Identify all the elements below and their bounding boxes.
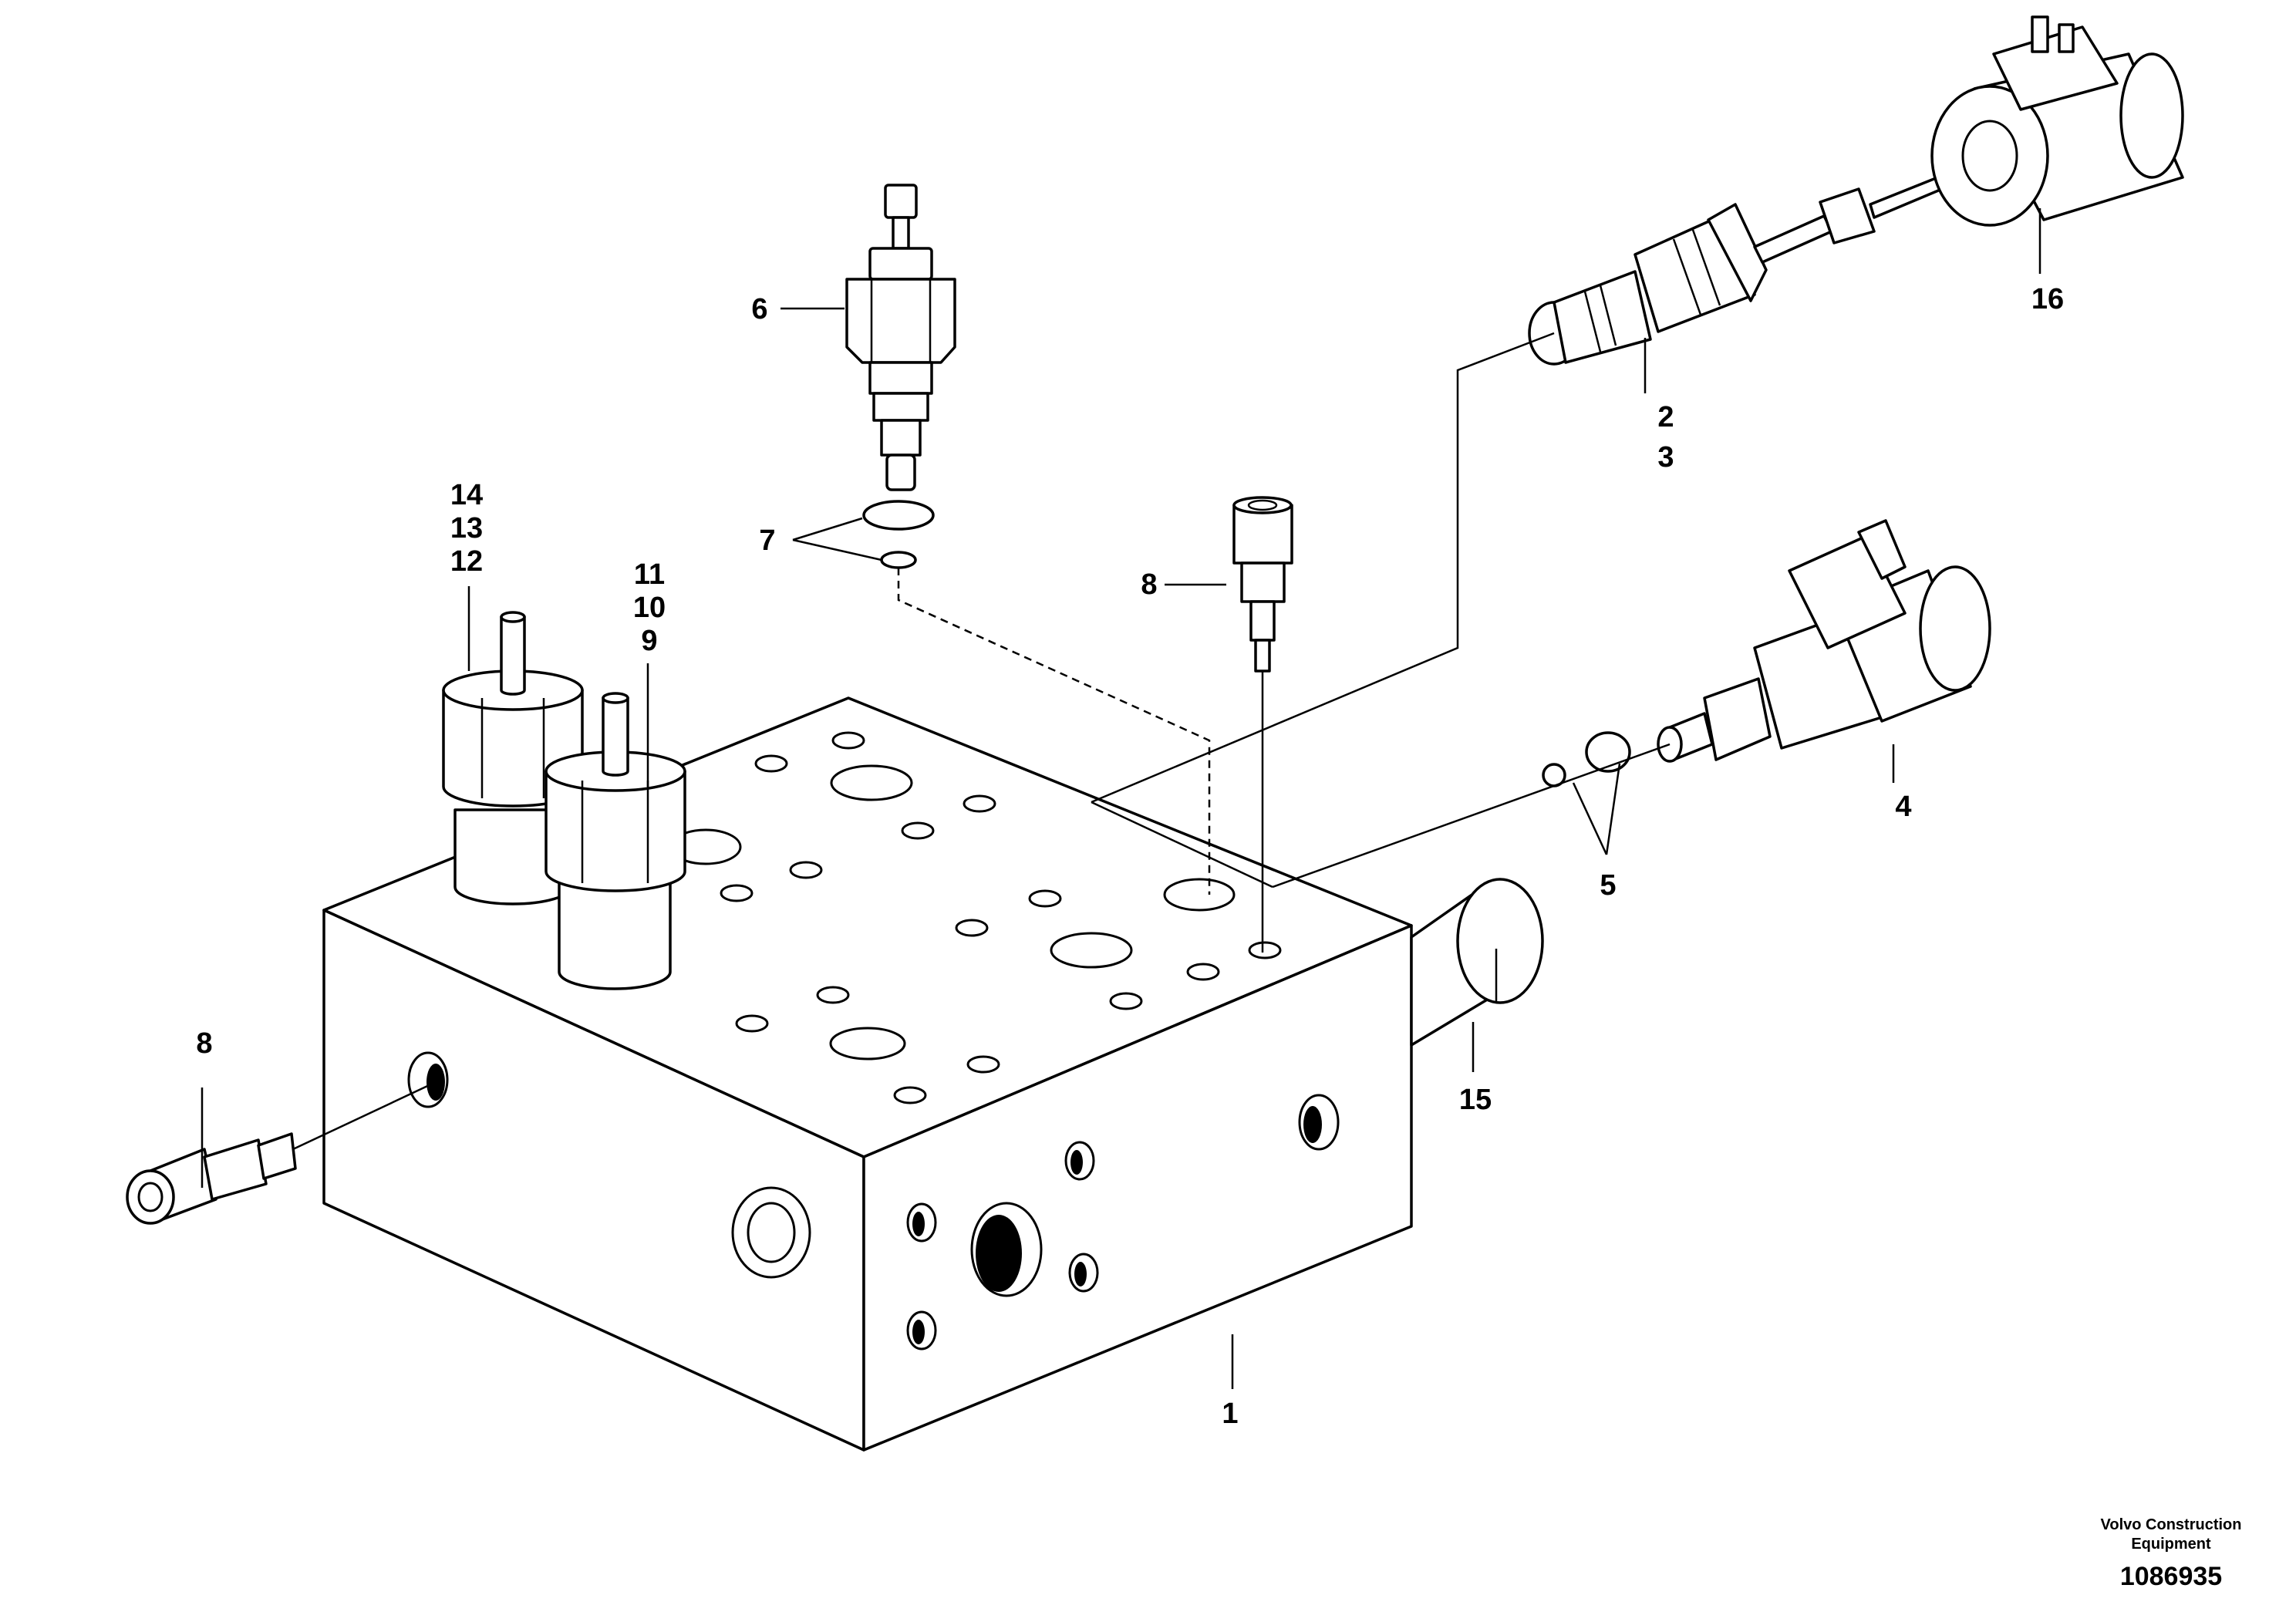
part-2-3-cartridge	[1528, 167, 1983, 366]
leader-lines	[201, 208, 2041, 1389]
part-8-upper-plug	[1232, 496, 1293, 953]
label-8-upper: 8	[1141, 568, 1157, 601]
dashed-guide-6	[897, 568, 1211, 895]
guide-line-4-5	[1272, 743, 1671, 889]
label-8-left: 8	[196, 1027, 212, 1060]
label-7: 7	[759, 524, 775, 557]
label-3: 3	[1657, 441, 1674, 474]
label-11: 11	[634, 558, 665, 591]
footer: Volvo Construction Equipment 1086935	[2101, 1516, 2242, 1591]
part-15-cartridge	[1410, 878, 1544, 1072]
part-16-coil	[1930, 15, 2184, 227]
part-labels: 1 2 3 4 5 6 7 8 8 9 10 11 12 13 14 15 16	[196, 283, 2064, 1430]
part-6-relief-valve	[845, 184, 956, 491]
label-6: 6	[751, 293, 767, 325]
label-13: 13	[450, 512, 483, 545]
part-9-11-fitting	[544, 692, 686, 990]
label-1: 1	[1222, 1398, 1238, 1430]
label-2: 2	[1657, 401, 1674, 433]
label-10: 10	[633, 592, 666, 624]
guide-line-2-3	[1091, 332, 1555, 804]
label-14: 14	[450, 479, 483, 511]
label-15: 15	[1459, 1084, 1492, 1116]
part-8-left-plug	[126, 1081, 437, 1225]
label-9: 9	[641, 625, 657, 657]
part-7-o-rings	[792, 500, 935, 569]
label-5: 5	[1600, 869, 1616, 902]
part-4-solenoid-valve	[1657, 519, 1991, 763]
label-4: 4	[1895, 791, 1911, 823]
brand-line-2: Equipment	[2131, 1536, 2211, 1553]
label-16: 16	[2031, 283, 2064, 315]
brand-line-1: Volvo Construction	[2101, 1516, 2242, 1533]
document-number: 1086935	[2120, 1562, 2222, 1591]
label-12: 12	[450, 545, 483, 578]
part-5-o-rings	[1542, 731, 1631, 855]
guide-line-2-3-short	[1091, 801, 1273, 889]
